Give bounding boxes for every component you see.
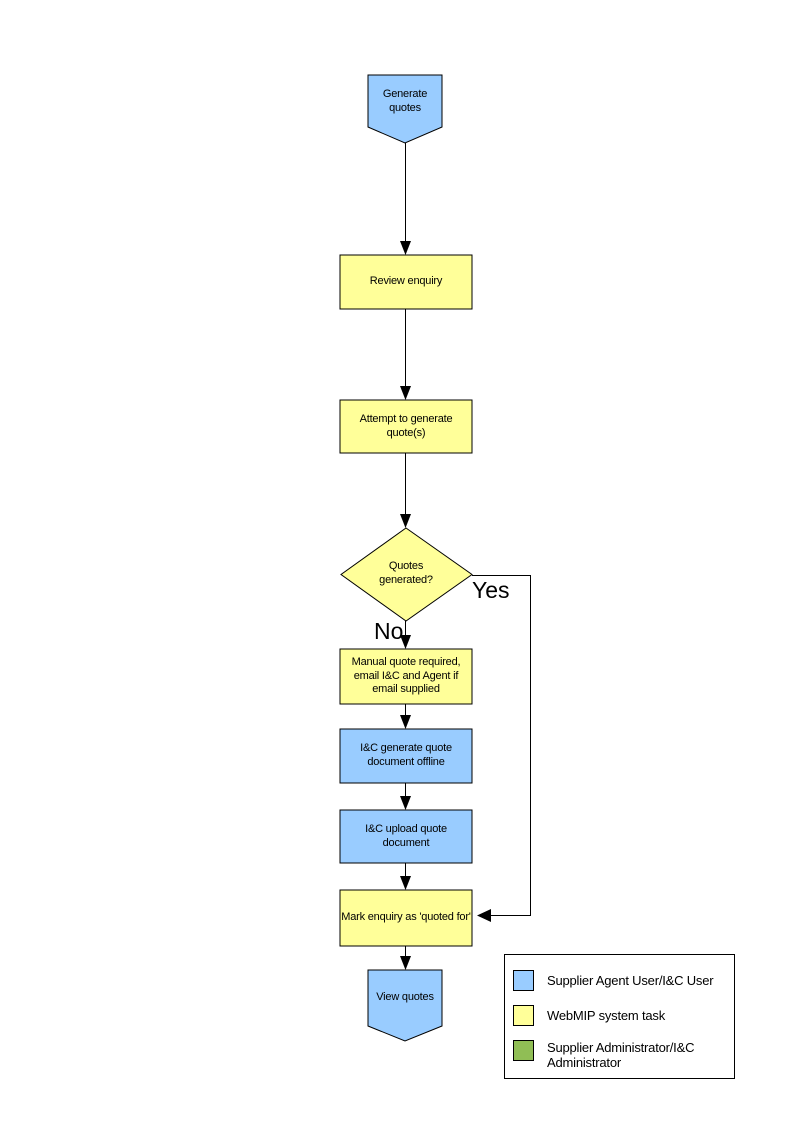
- attempt-task-shape: [339, 399, 473, 454]
- review-task-label: Review enquiry: [369, 275, 443, 288]
- legend-swatch-webmip-system-task: [513, 1005, 534, 1026]
- decision-label: Quotes generated?: [379, 560, 433, 586]
- start-terminator-label: Generate quotes: [382, 88, 428, 114]
- mark-task-label: Mark enquiry as 'quoted for': [341, 911, 471, 924]
- legend-label-supplier-agent-user: Supplier Agent User/I&C User: [547, 972, 714, 988]
- manual-task-label: Manual quote required, email I&C and Age…: [351, 655, 461, 696]
- manual-task-shape: [339, 648, 473, 705]
- arrowhead-into-upload: [400, 796, 411, 810]
- arrowhead-yes-into-mark: [477, 909, 491, 922]
- legend-swatch-supplier-agent-user: [513, 970, 534, 991]
- arrowhead-into-offline: [400, 715, 411, 729]
- arrowhead-into-manual: [400, 635, 411, 649]
- connector-lines: [405, 143, 531, 957]
- decision-diamond-shape: [340, 527, 473, 622]
- legend-swatch-supplier-administrator: [513, 1040, 534, 1061]
- offline-task-shape: [339, 728, 473, 784]
- arrowhead-into-view: [400, 956, 411, 970]
- upload-task-shape: [339, 809, 473, 864]
- yes-branch-label: Yes: [472, 577, 510, 603]
- upload-task-label: I&C upload quote document: [365, 822, 447, 849]
- review-task-shape: [339, 254, 473, 310]
- flow-arrow-yes-branch: [472, 575, 531, 916]
- arrowhead-into-attempt: [400, 386, 411, 400]
- view-terminator-shape: [367, 969, 443, 1042]
- arrowheads: [400, 241, 491, 970]
- arrowhead-into-review: [400, 241, 411, 255]
- attempt-task-label: Attempt to generate quote(s): [359, 412, 453, 439]
- arrowhead-into-mark: [400, 876, 411, 890]
- no-branch-label: No: [374, 618, 404, 644]
- legend-label-supplier-administrator: Supplier Administrator/I&C Administrator: [547, 1039, 695, 1070]
- view-terminator-label: View quotes: [376, 991, 434, 1004]
- legend-label-webmip-system-task: WebMIP system task: [547, 1007, 666, 1023]
- offline-task-label: I&C generate quote document offline: [360, 742, 452, 768]
- start-terminator-shape: [367, 74, 443, 144]
- mark-task-shape: [339, 889, 473, 947]
- arrowhead-into-decision: [400, 514, 411, 528]
- legend: Supplier Agent User/I&C User WebMIP syst…: [504, 954, 735, 1079]
